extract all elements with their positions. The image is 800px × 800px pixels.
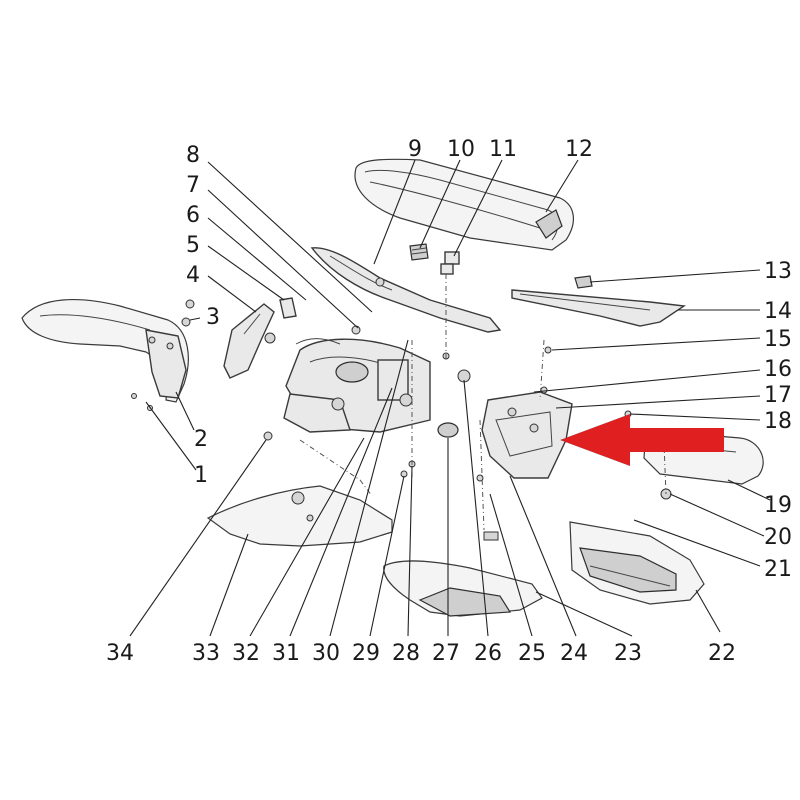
part-24-tail-bracket xyxy=(481,391,573,479)
callout-22: 22 xyxy=(708,641,736,666)
leader-lines xyxy=(129,159,771,637)
callout-1: 1 xyxy=(194,463,208,488)
callout-15: 15 xyxy=(764,327,792,352)
callout-25: 25 xyxy=(518,641,546,666)
callout-34: 34 xyxy=(106,641,134,666)
part-22-lower-rear xyxy=(569,521,705,605)
part-33-side-panel xyxy=(206,485,393,547)
front-fender xyxy=(21,299,189,403)
callout-14: 14 xyxy=(764,299,792,324)
part-12-seat xyxy=(354,158,574,251)
callout-5: 5 xyxy=(186,233,200,258)
callout-29: 29 xyxy=(352,641,380,666)
callout-26: 26 xyxy=(474,641,502,666)
callout-32: 32 xyxy=(232,641,260,666)
part-10-clip xyxy=(409,243,429,261)
callout-16: 16 xyxy=(764,357,792,382)
callout-17: 17 xyxy=(764,383,792,408)
callout-6: 6 xyxy=(186,203,200,228)
callout-8: 8 xyxy=(186,143,200,168)
callout-27: 27 xyxy=(432,641,460,666)
fasteners xyxy=(131,299,672,541)
part-5-fitting xyxy=(264,297,297,344)
main-frame-assembly xyxy=(283,338,431,433)
callout-2: 2 xyxy=(194,427,208,452)
left-arrow-icon xyxy=(560,414,724,466)
part-11-nut-clip xyxy=(440,251,460,275)
callout-10: 10 xyxy=(447,137,475,162)
callout-24: 24 xyxy=(560,641,588,666)
callout-19: 19 xyxy=(764,493,792,518)
callout-28: 28 xyxy=(392,641,420,666)
callout-4: 4 xyxy=(186,263,200,288)
callout-11: 11 xyxy=(489,137,517,162)
callout-13: 13 xyxy=(764,259,792,284)
callout-21: 21 xyxy=(764,557,792,582)
part-23-lower-cover xyxy=(383,560,543,617)
callout-20: 20 xyxy=(764,525,792,550)
part-13-fastener xyxy=(574,275,593,289)
callout-3: 3 xyxy=(206,305,220,330)
callout-31: 31 xyxy=(272,641,300,666)
callout-7: 7 xyxy=(186,173,200,198)
part-9-upper-cover xyxy=(310,247,502,333)
callout-18: 18 xyxy=(764,409,792,434)
part-27-grommet xyxy=(437,422,459,438)
callout-30: 30 xyxy=(312,641,340,666)
callout-12: 12 xyxy=(565,137,593,162)
callout-33: 33 xyxy=(192,641,220,666)
part-4-bracket xyxy=(223,303,275,379)
part-14-rail xyxy=(511,289,686,327)
callout-labels: 8 7 6 5 4 3 2 1 9 10 11 12 13 14 15 16 1… xyxy=(106,137,792,666)
callout-23: 23 xyxy=(614,641,642,666)
callout-9: 9 xyxy=(408,137,422,162)
